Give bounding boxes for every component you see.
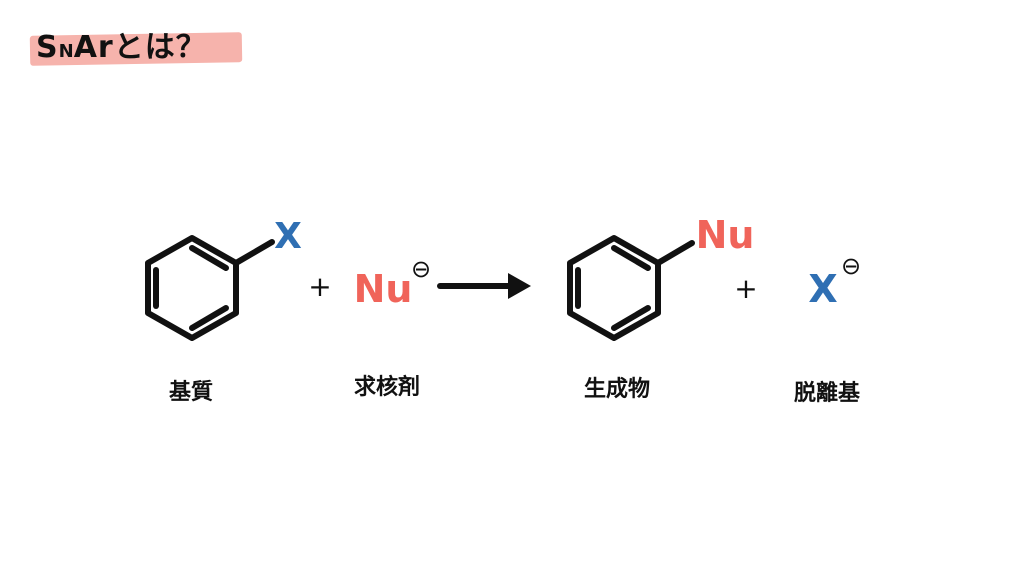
page-title: SNArとは？ <box>36 22 207 66</box>
substrate-benzene-ring <box>145 235 239 341</box>
nucleophile-charge: ⊖ <box>411 255 431 283</box>
title-subscript: N <box>58 41 74 62</box>
leaving-group-charge: ⊖ <box>841 252 861 280</box>
title-prefix: S <box>36 30 59 65</box>
nucleophile-label: Nu <box>354 267 413 311</box>
plus-sign-2: + <box>734 272 757 305</box>
title-suffix: Arとは？ <box>73 30 207 65</box>
plus-sign-1: + <box>308 270 331 303</box>
product-bond <box>655 240 695 266</box>
substrate-x-label: X <box>274 216 302 257</box>
product-nu-label: Nu <box>696 213 755 257</box>
caption-substrate: 基質 <box>169 380 213 405</box>
leaving-group-label: X <box>808 267 837 311</box>
caption-leaving-group: 脱離基 <box>794 380 861 406</box>
caption-nucleophile: 求核剤 <box>354 374 420 400</box>
product-benzene-ring <box>567 235 661 341</box>
title-badge: SNArとは？ <box>29 22 243 68</box>
reaction-arrow <box>437 273 531 299</box>
substrate-bond <box>233 239 275 266</box>
caption-product: 生成物 <box>584 376 650 402</box>
